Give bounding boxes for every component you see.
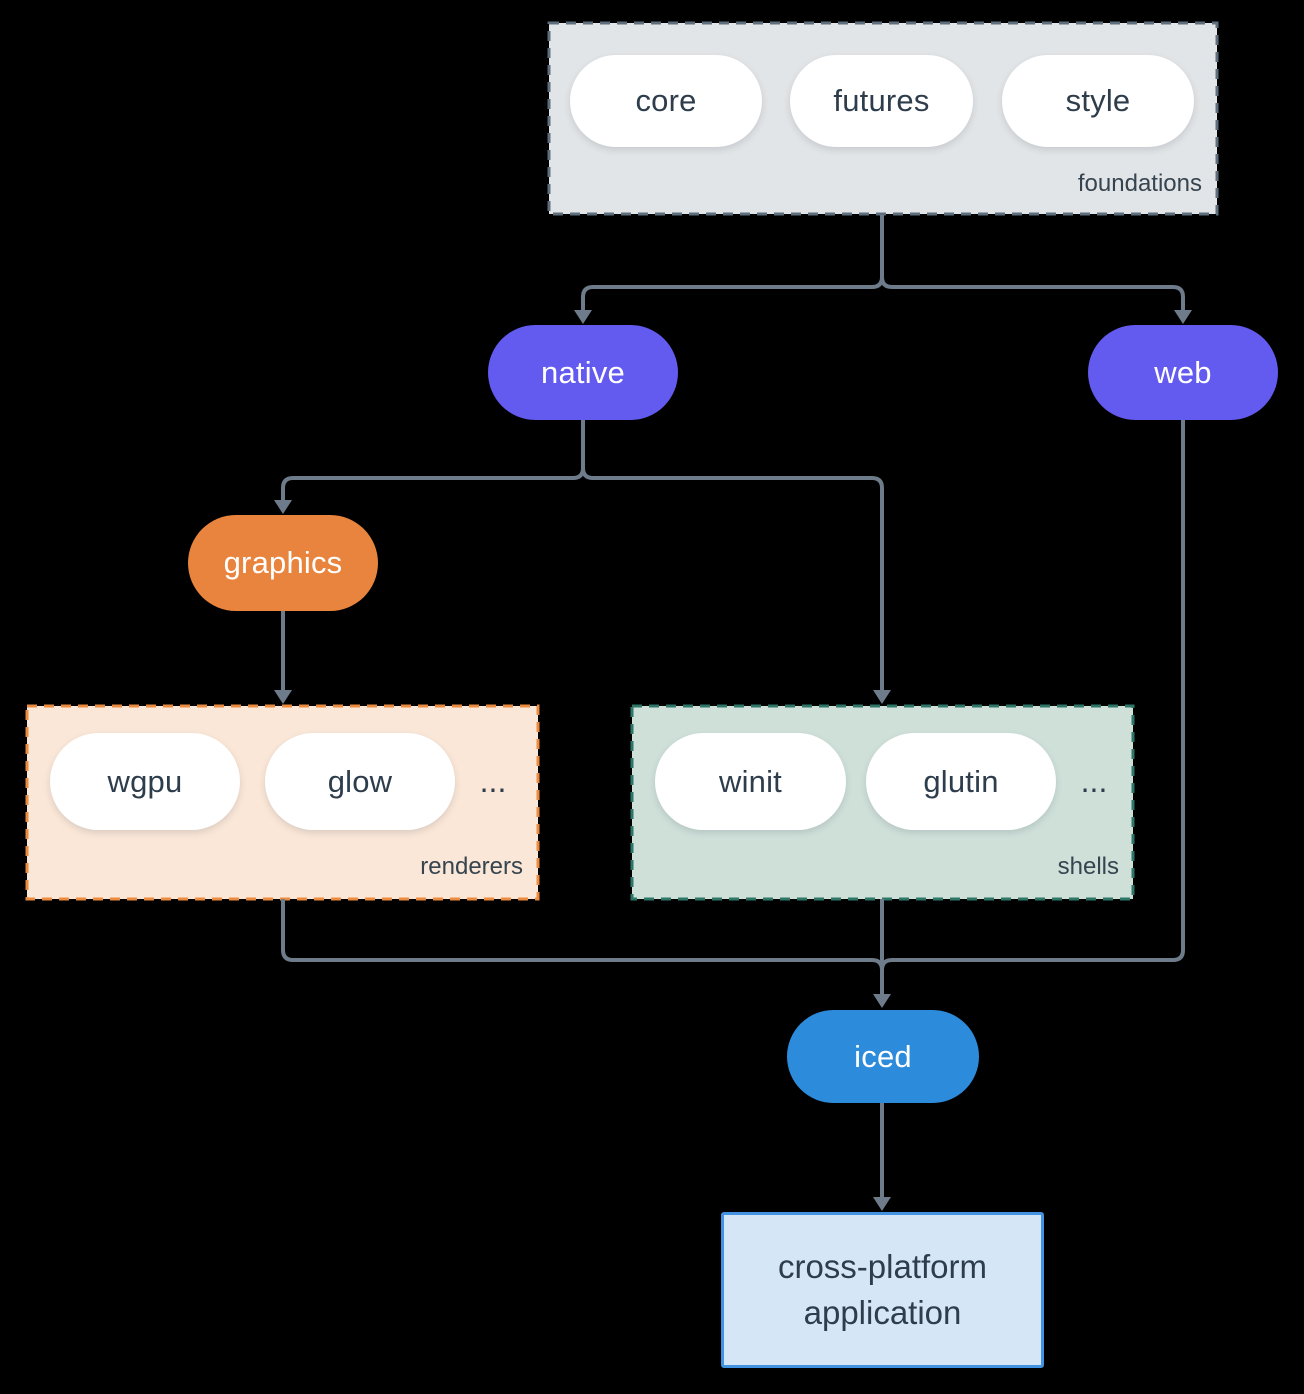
node-iced-label: iced <box>854 1038 912 1074</box>
node-style: style <box>1002 55 1194 147</box>
node-glutin: glutin <box>866 733 1056 830</box>
arrowhead-into-application <box>873 1197 891 1211</box>
node-glutin-label: glutin <box>923 763 999 799</box>
connector-native-graphics <box>281 420 585 500</box>
node-native-label: native <box>541 354 625 390</box>
node-native: native <box>488 325 678 420</box>
node-graphics-label: graphics <box>223 545 343 580</box>
shells-group-label: shells <box>1057 853 1119 880</box>
connector-web-merge <box>880 420 1185 985</box>
node-style-label: style <box>1065 83 1131 118</box>
node-core-label: core <box>635 83 697 118</box>
connector-native-shells <box>581 420 884 690</box>
node-web-label: web <box>1154 354 1212 390</box>
node-glow-label: glow <box>327 763 393 799</box>
connector-foundations-web <box>880 215 1185 310</box>
node-wgpu-label: wgpu <box>107 763 183 799</box>
node-iced: iced <box>787 1010 979 1103</box>
arrowhead-into-web <box>1174 310 1192 324</box>
arrowhead-into-native <box>574 310 592 324</box>
node-glow: glow <box>265 733 455 830</box>
node-futures-label: futures <box>833 83 930 118</box>
node-winit-label: winit <box>718 763 782 799</box>
connector-renderers-merge <box>281 899 884 985</box>
renderers-group-label: renderers <box>420 853 523 880</box>
node-cross-platform-application: cross-platform application <box>721 1212 1044 1368</box>
foundations-group-label: foundations <box>1077 170 1202 197</box>
application-label-line1: cross-platform <box>777 1248 988 1285</box>
arrowhead-into-shells <box>873 690 891 704</box>
arrowhead-into-graphics <box>274 500 292 514</box>
node-graphics: graphics <box>188 515 378 611</box>
arrowhead-into-renderers <box>274 690 292 704</box>
arrowhead-into-iced <box>873 994 891 1008</box>
shells-ellipsis: ... <box>1080 763 1108 799</box>
node-wgpu: wgpu <box>50 733 240 830</box>
renderers-ellipsis: ... <box>479 763 507 799</box>
node-winit: winit <box>655 733 846 830</box>
node-web: web <box>1088 325 1278 420</box>
node-futures: futures <box>790 55 973 147</box>
application-label-line2: application <box>803 1294 962 1331</box>
node-core: core <box>570 55 762 147</box>
connector-foundations-native <box>581 215 884 310</box>
